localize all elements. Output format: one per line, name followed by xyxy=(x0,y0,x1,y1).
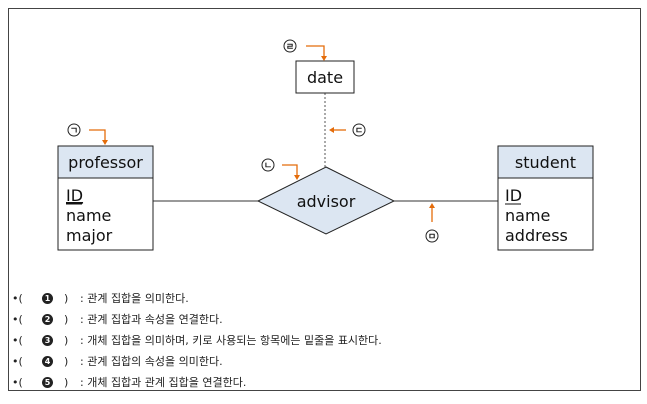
note-item: •( 4 ) : 관계 집합의 속성을 의미한다. xyxy=(12,351,632,372)
entity-title: student xyxy=(515,153,576,172)
note-item: •( 2 ) : 관계 집합과 속성을 연결한다. xyxy=(12,309,632,330)
note-close: ) xyxy=(64,355,69,368)
note-close: ) xyxy=(64,292,69,305)
note-number: 2 xyxy=(42,314,53,325)
note-prefix: •( xyxy=(12,292,23,305)
marker-rieul: ㄹ xyxy=(283,39,327,61)
note-prefix: •( xyxy=(12,313,23,326)
note-prefix: •( xyxy=(12,376,23,389)
attribute: major xyxy=(66,226,113,245)
relationship-advisor: advisor xyxy=(256,166,396,235)
attribute-key: ID xyxy=(505,186,522,205)
marker-digeut: ㄷ xyxy=(329,123,366,137)
marker-nieun: ㄴ xyxy=(261,158,300,180)
note-number: 3 xyxy=(42,335,53,346)
note-item: •( 1 ) : 관계 집합을 의미한다. xyxy=(12,288,632,309)
entity-professor: professor ID name major xyxy=(57,145,154,251)
note-prefix: •( xyxy=(12,355,23,368)
attribute: name xyxy=(505,206,550,225)
marker-label: ㄱ xyxy=(70,127,78,137)
note-text: : 관계 집합의 속성을 의미한다. xyxy=(80,355,223,368)
attribute-key: ID xyxy=(66,186,83,205)
note-number: 4 xyxy=(42,356,53,367)
entity-student: student ID name address xyxy=(497,145,594,251)
question-notes: •( 1 ) : 관계 집합을 의미한다. •( 2 ) : 관계 집합과 속성… xyxy=(12,288,632,393)
marker-label: ㄹ xyxy=(286,43,294,53)
note-close: ) xyxy=(64,334,69,347)
note-text: : 개체 집합과 관계 집합을 연결한다. xyxy=(80,376,247,389)
note-text: : 관계 집합과 속성을 연결한다. xyxy=(80,313,223,326)
marker-giyeok: ㄱ xyxy=(67,123,108,145)
marker-label: ㅁ xyxy=(428,233,436,243)
note-text: : 관계 집합을 의미한다. xyxy=(80,292,189,305)
entity-title: professor xyxy=(68,153,143,172)
note-close: ) xyxy=(64,313,69,326)
marker-label: ㄴ xyxy=(264,162,272,172)
note-number: 1 xyxy=(42,293,53,304)
marker-label: ㄷ xyxy=(355,127,363,137)
relationship-label: advisor xyxy=(297,192,356,211)
attribute: name xyxy=(66,206,111,225)
attribute: address xyxy=(505,226,568,245)
note-prefix: •( xyxy=(12,334,23,347)
note-number: 5 xyxy=(42,377,53,388)
note-text: : 개체 집합을 의미하며, 키로 사용되는 항목에는 밑줄을 표시한다. xyxy=(80,334,382,347)
marker-mieum: ㅁ xyxy=(425,203,439,243)
attribute-label: date xyxy=(307,68,343,87)
note-close: ) xyxy=(64,376,69,389)
relationship-attribute-date: date xyxy=(295,60,355,94)
note-item: •( 3 ) : 개체 집합을 의미하며, 키로 사용되는 항목에는 밑줄을 표… xyxy=(12,330,632,351)
note-item: •( 5 ) : 개체 집합과 관계 집합을 연결한다. xyxy=(12,372,632,393)
